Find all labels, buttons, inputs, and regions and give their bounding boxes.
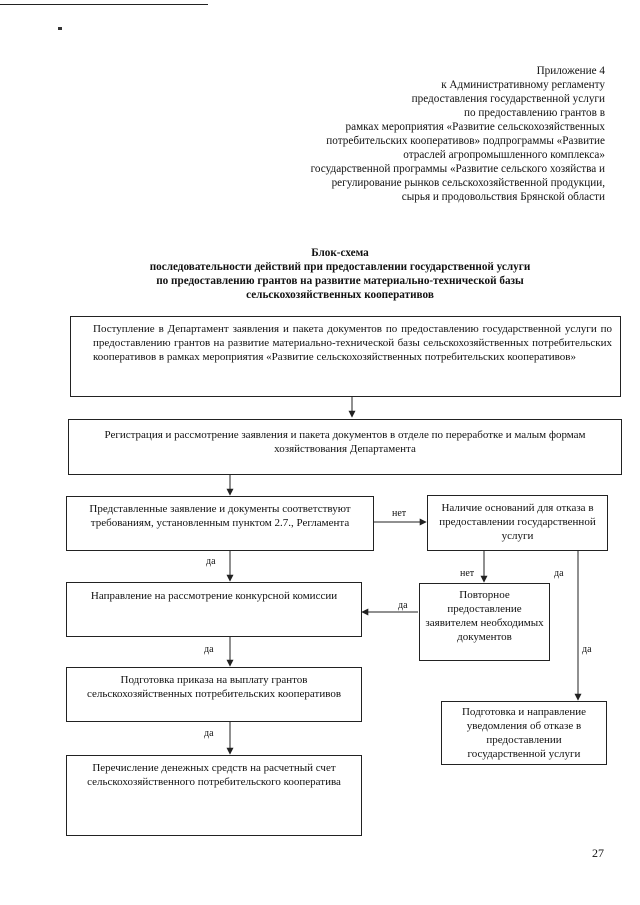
- title-line: последовательности действий при предоста…: [149, 261, 531, 273]
- flow-box-registration-text: Регистрация и рассмотрение заявления и п…: [104, 429, 586, 455]
- label-yes-refusal: да: [554, 568, 564, 579]
- label-yes-order: да: [204, 728, 214, 739]
- flow-box-transfer: Перечисление денежных средств на расчетн…: [66, 755, 362, 836]
- flow-box-resubmission-text: Повторное предоставление заявителем необ…: [425, 589, 544, 643]
- appendix-line: к Административному регламенту: [441, 79, 605, 91]
- flow-box-resubmission: Повторное предоставление заявителем необ…: [419, 583, 550, 661]
- title-line: сельскохозяйственных кооперативов: [246, 289, 434, 301]
- label-yes-compliance: да: [206, 556, 216, 567]
- flow-box-receipt-text: Поступление в Департамент заявления и па…: [93, 323, 612, 363]
- appendix-line: рамках мероприятия «Развитие сельскохозя…: [345, 121, 605, 133]
- flow-box-order: Подготовка приказа на выплату грантов се…: [66, 667, 362, 722]
- flow-box-receipt: Поступление в Департамент заявления и па…: [70, 316, 621, 397]
- flow-box-transfer-text: Перечисление денежных средств на расчетн…: [87, 762, 341, 788]
- appendix-line: Приложение 4: [536, 65, 605, 77]
- label-no-compliance: нет: [392, 508, 407, 519]
- appendix-line: регулирование рынков сельскохозяйственно…: [331, 177, 605, 189]
- label-yes-commission: да: [204, 644, 214, 655]
- flow-box-refusal-notice: Подготовка и направление уведомления об …: [441, 701, 607, 765]
- appendix-reference: Приложение 4 к Административному регламе…: [205, 64, 605, 204]
- title-line: Блок-схема: [311, 247, 369, 259]
- flow-box-compliance: Представленные заявление и документы соо…: [66, 496, 374, 551]
- appendix-line: государственной программы «Развитие сель…: [310, 163, 605, 175]
- flow-box-refusal-grounds: Наличие оснований для отказа в предостав…: [427, 495, 608, 551]
- label-no-refusal: нет: [460, 568, 475, 579]
- label-yes-refusal-notice: да: [582, 644, 592, 655]
- appendix-line: сырья и продовольствия Брянской области: [401, 191, 605, 203]
- appendix-line: предоставления государственной услуги: [411, 93, 605, 105]
- appendix-line: отраслей агропромышленного комплекса»: [403, 149, 605, 161]
- flow-box-order-text: Подготовка приказа на выплату грантов се…: [86, 674, 342, 700]
- flow-box-refusal-notice-text: Подготовка и направление уведомления об …: [461, 706, 587, 760]
- page-number: 27: [592, 846, 604, 860]
- appendix-line: потребительских кооперативов» подпрограм…: [326, 135, 605, 147]
- appendix-line: по предоставлению грантов в: [464, 107, 605, 119]
- flow-box-compliance-text: Представленные заявление и документы соо…: [89, 503, 351, 529]
- flow-box-commission-text: Направление на рассмотрение конкурсной к…: [90, 590, 338, 602]
- flowchart-title: Блок-схема последовательности действий п…: [70, 246, 610, 302]
- scan-speck: [58, 27, 62, 30]
- header-rule: [0, 4, 208, 5]
- title-line: по предоставлению грантов на развитие ма…: [156, 275, 524, 287]
- flow-box-registration: Регистрация и рассмотрение заявления и п…: [68, 419, 622, 475]
- flow-box-refusal-grounds-text: Наличие оснований для отказа в предостав…: [439, 502, 596, 542]
- label-yes-resubmission: да: [398, 600, 408, 611]
- flow-box-commission: Направление на рассмотрение конкурсной к…: [66, 582, 362, 637]
